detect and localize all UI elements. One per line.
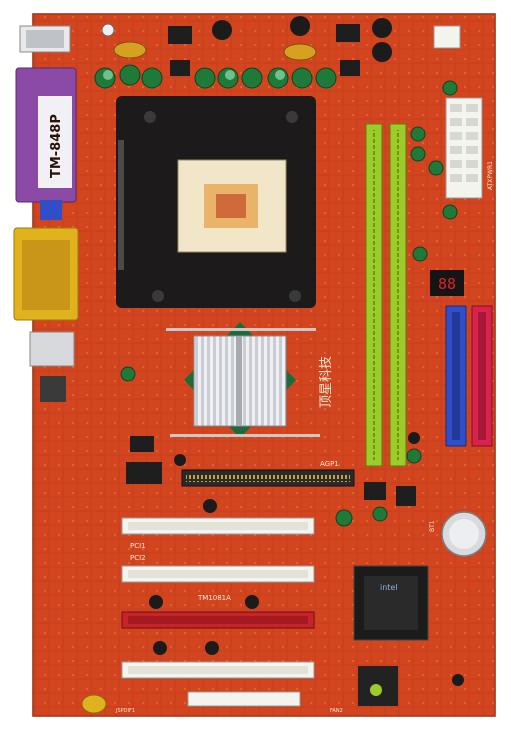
pci1-label: PCI1	[130, 542, 146, 550]
inductor-coil	[113, 41, 147, 59]
pci-slot-red-1-pins	[128, 616, 308, 624]
debug-display	[430, 270, 464, 296]
pci-slot-1-pins	[128, 522, 308, 530]
southbridge-die	[364, 576, 418, 630]
brand-text: 顶星科技	[319, 356, 334, 408]
jspdif-label: JSPDIF1	[115, 708, 135, 714]
pci-chip-label: TM1081A	[197, 594, 231, 602]
vga-serial-inner	[22, 240, 70, 310]
inductor-coil-2	[283, 43, 317, 61]
mosfet-3	[336, 24, 360, 42]
dimm-slot-2-channel	[395, 130, 401, 460]
chipset-label: intel	[380, 583, 398, 592]
heatsink-clip	[166, 328, 316, 331]
pci2-label: PCI2	[130, 554, 146, 562]
floppy-connector	[187, 691, 301, 707]
usb-port	[29, 331, 75, 367]
cpu-socket-core	[216, 194, 246, 218]
capacitor-row	[94, 64, 337, 89]
scattered-black-caps	[149, 432, 464, 686]
blue-header	[40, 200, 62, 220]
socket-lever	[118, 140, 124, 270]
retention-screw	[144, 111, 156, 123]
mosfet-4	[340, 60, 360, 76]
io-ps2-inner	[26, 30, 64, 48]
pci-slot-3-pins	[128, 666, 308, 674]
retention-screw-3	[152, 290, 164, 302]
dimm-slot-1-channel	[371, 130, 377, 460]
yellow-capacitor	[81, 694, 107, 714]
heatsink-clip-2	[170, 434, 320, 437]
right-capacitors	[120, 80, 458, 527]
atx12v-connector	[433, 25, 461, 49]
atx-pins	[450, 104, 478, 182]
debug-display-digits: 88	[438, 275, 456, 293]
agp-label: AGP1	[320, 460, 339, 468]
ide-red-pins	[478, 312, 486, 440]
small-ic-2	[364, 482, 386, 500]
agp-pins	[186, 474, 350, 482]
audio-jack-area	[40, 376, 66, 402]
retention-screw-2	[286, 111, 298, 123]
parallel-port-label-area	[38, 96, 72, 188]
mosfet	[168, 26, 192, 44]
small-ic-3	[396, 486, 416, 506]
northbridge-heatsink	[184, 322, 296, 438]
model-label: TM-848P	[49, 114, 64, 178]
retention-screw-4	[289, 290, 301, 302]
bt-label: BT1	[429, 520, 436, 532]
ide-blue-pins	[452, 312, 460, 440]
small-ic	[130, 436, 154, 452]
bios-chip-mark	[370, 684, 382, 696]
atx-label: ATXPWR1	[487, 161, 494, 190]
mosfet-2	[170, 60, 190, 76]
io-chip	[126, 462, 162, 484]
cmos-battery-inner	[449, 519, 479, 549]
pci-slot-2-pins	[128, 570, 308, 578]
fan-label: FAN2	[330, 708, 343, 714]
black-capacitors	[101, 16, 392, 62]
